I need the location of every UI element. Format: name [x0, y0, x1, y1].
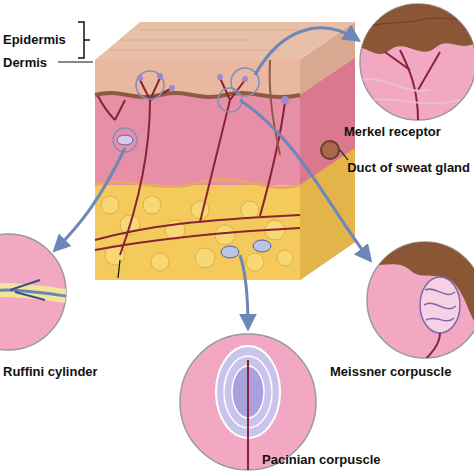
layer-label: Epidermis	[3, 32, 66, 47]
receptor-label: Meissner corpuscle	[330, 364, 451, 379]
receptor-label: Ruffini cylinder	[3, 364, 98, 379]
receptor-label: Pacinian corpuscle	[262, 452, 381, 467]
gland-label: Duct of sweat gland	[347, 160, 470, 175]
receptor-label: Merkel receptor	[344, 124, 441, 139]
layer-label: Dermis	[3, 55, 47, 70]
